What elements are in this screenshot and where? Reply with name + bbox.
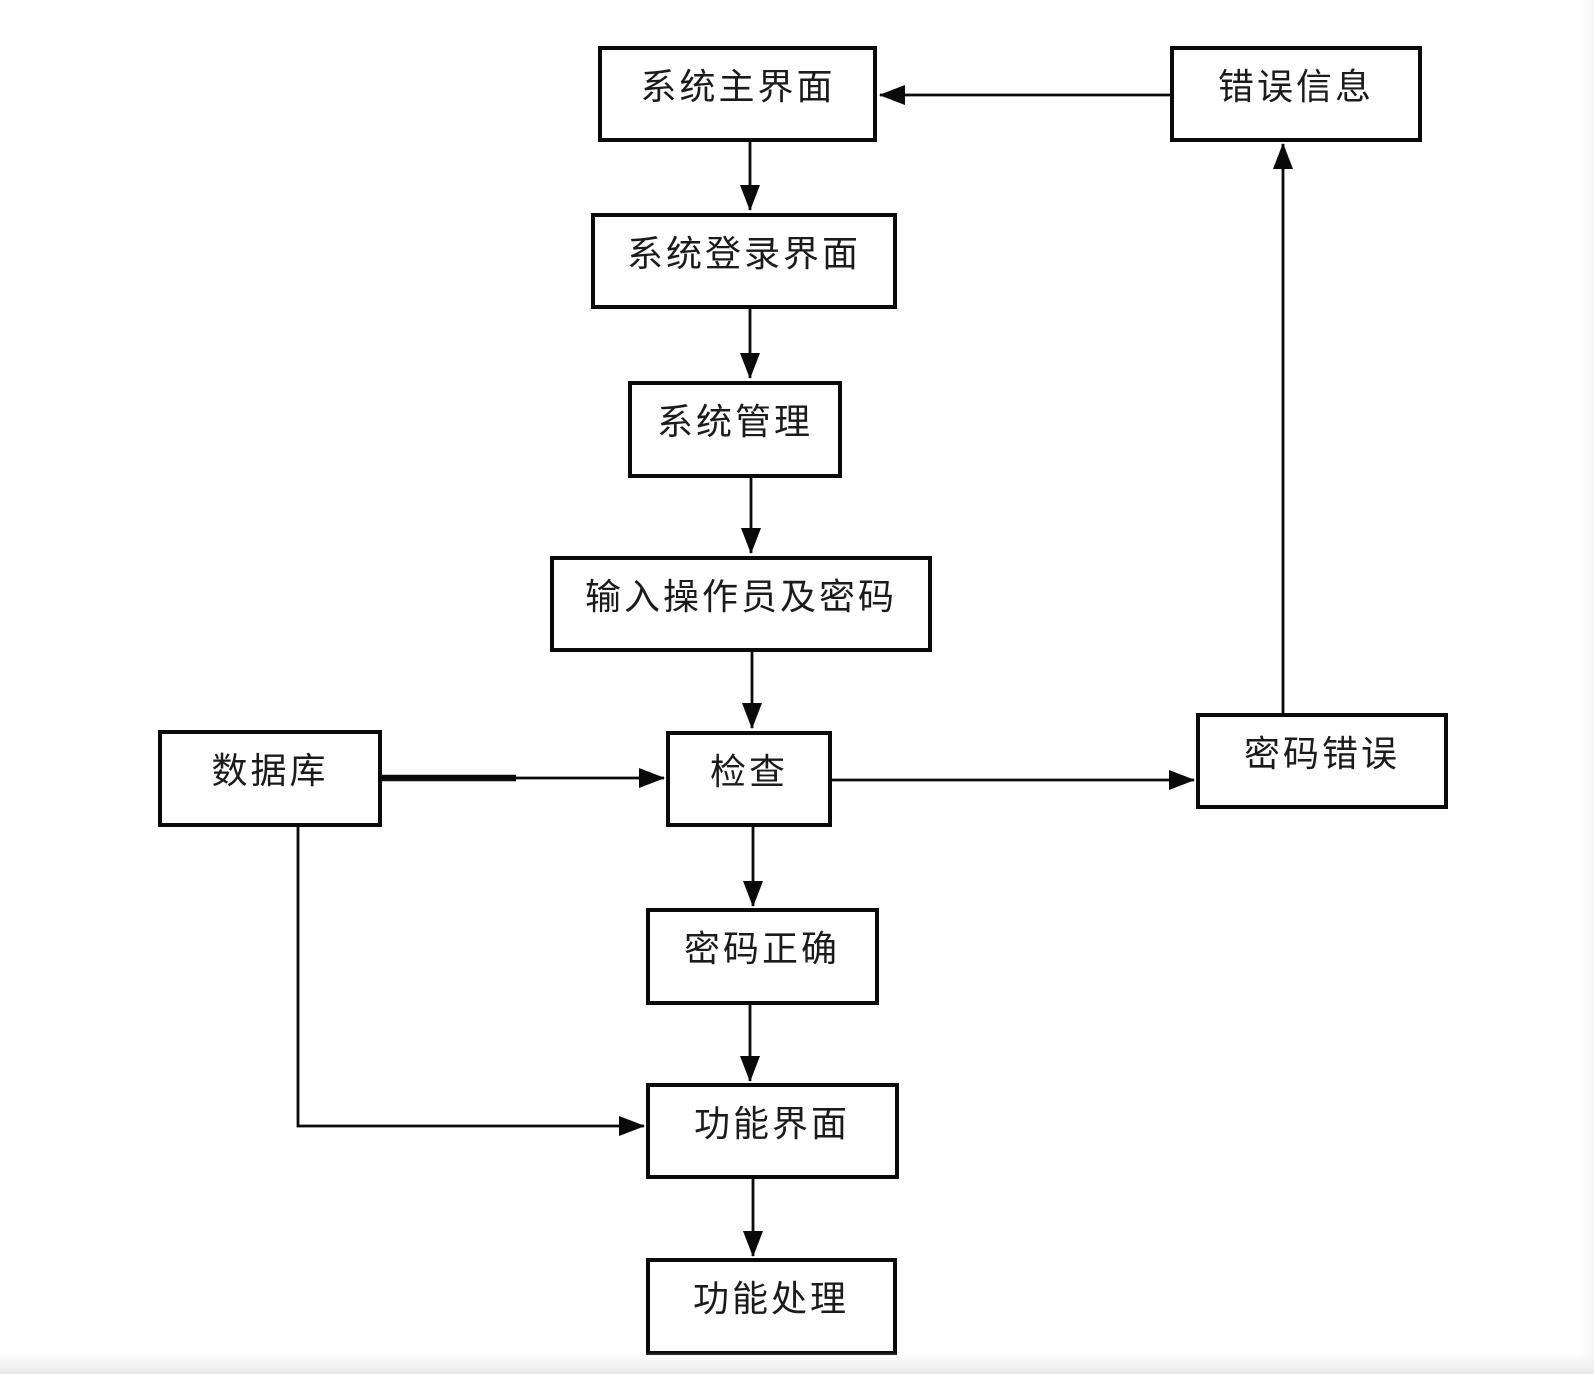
page-right-edge [1580,0,1594,1374]
page-bottom-edge [0,1352,1594,1374]
node-input-operator-password: 输入操作员及密码 [550,556,932,652]
node-login-label: 系统登录界面 [627,234,861,274]
node-password-wrong-box [1196,713,1448,809]
node-system-management-label: 系统管理 [657,402,813,442]
node-system-management-box [628,381,842,478]
node-database: 数据库 [158,730,382,827]
node-function-ui: 功能界面 [646,1083,899,1179]
node-main-label: 系统主界面 [640,67,835,107]
node-error-info-box [1170,46,1422,142]
node-system-management: 系统管理 [628,381,842,478]
node-check-box [666,731,832,827]
node-login-box [591,213,897,309]
node-password-correct-box [646,908,879,1005]
node-function-ui-box [646,1083,899,1179]
node-check-label: 检查 [710,752,788,792]
node-password-wrong: 密码错误 [1196,713,1448,809]
node-function-ui-label: 功能界面 [694,1104,850,1144]
node-error-info-label: 错误信息 [1218,67,1374,107]
node-error-info: 错误信息 [1170,46,1422,142]
node-input-operator-password-box [550,556,932,652]
node-function-process-label: 功能处理 [693,1279,849,1319]
node-main: 系统主界面 [598,46,877,142]
node-login: 系统登录界面 [591,213,897,309]
node-input-operator-password-label: 输入操作员及密码 [585,577,897,617]
node-password-correct: 密码正确 [646,908,879,1005]
node-password-wrong-label: 密码错误 [1244,734,1400,774]
node-main-box [598,46,877,142]
node-database-box [158,730,382,827]
node-database-label: 数据库 [211,751,328,791]
node-function-process: 功能处理 [646,1258,897,1355]
node-password-correct-label: 密码正确 [684,929,840,969]
node-check: 检查 [666,731,832,827]
edge-database-to-function-ui [296,825,645,1136]
